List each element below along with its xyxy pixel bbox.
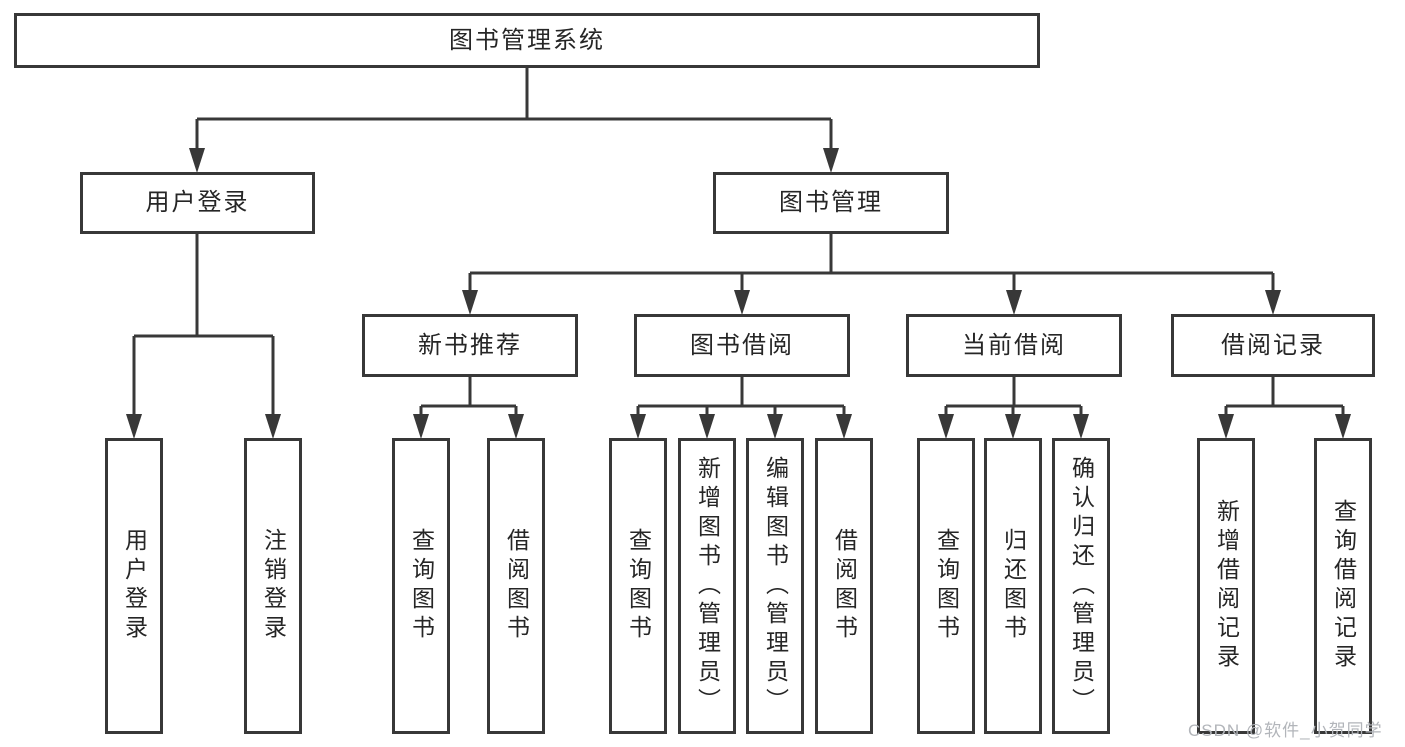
- leaf-return-books-label: 归还图书: [1000, 528, 1027, 644]
- node-book-management: 图书管理: [713, 172, 949, 234]
- leaf-confirm-return-admin-label: 确认归还（管理员）: [1068, 455, 1095, 717]
- leaf-query-books-recommend: 查询图书: [392, 438, 450, 734]
- leaf-query-borrow-record: 查询借阅记录: [1314, 438, 1372, 734]
- node-user-login: 用户登录: [80, 172, 315, 234]
- leaf-edit-books-admin: 编辑图书（管理员）: [746, 438, 804, 734]
- node-book-management-label: 图书管理: [779, 189, 883, 216]
- connector-userlogin-to-leaves: [126, 234, 281, 439]
- csdn-watermark: CSDN @软件_小贺同学: [1188, 721, 1383, 740]
- leaf-query-books-borrow: 查询图书: [609, 438, 667, 734]
- leaf-logout-label: 注销登录: [260, 528, 287, 644]
- connector-bookmgmt-to-level3: [462, 234, 1281, 315]
- leaf-borrow-books-recommend: 借阅图书: [487, 438, 545, 734]
- leaf-query-books-current: 查询图书: [917, 438, 975, 734]
- leaf-user-login-label: 用户登录: [121, 528, 148, 644]
- node-root: 图书管理系统: [14, 13, 1040, 68]
- connector-borrowrecords-to-leaves: [1218, 377, 1351, 439]
- node-user-login-label: 用户登录: [145, 189, 250, 216]
- node-root-label: 图书管理系统: [449, 26, 605, 54]
- connector-bookborrow-to-leaves: [630, 377, 852, 439]
- leaf-borrow-books: 借阅图书: [815, 438, 873, 734]
- node-borrow-records-label: 借阅记录: [1221, 331, 1325, 359]
- leaf-confirm-return-admin: 确认归还（管理员）: [1052, 438, 1110, 734]
- node-borrow-records: 借阅记录: [1171, 314, 1375, 377]
- leaf-user-login: 用户登录: [105, 438, 163, 734]
- leaf-query-books-current-label: 查询图书: [933, 528, 960, 644]
- leaf-return-books: 归还图书: [984, 438, 1042, 734]
- leaf-query-borrow-record-label: 查询借阅记录: [1330, 499, 1357, 673]
- node-current-borrow: 当前借阅: [906, 314, 1122, 377]
- leaf-edit-books-admin-label: 编辑图书（管理员）: [762, 455, 789, 717]
- node-new-book-recommend: 新书推荐: [362, 314, 578, 377]
- leaf-add-books-admin-label: 新增图书（管理员）: [694, 455, 721, 717]
- node-new-book-recommend-label: 新书推荐: [418, 331, 522, 359]
- node-book-borrow-label: 图书借阅: [690, 331, 794, 359]
- leaf-query-books-recommend-label: 查询图书: [408, 528, 435, 644]
- node-current-borrow-label: 当前借阅: [962, 331, 1066, 359]
- node-book-borrow: 图书借阅: [634, 314, 850, 377]
- leaf-add-books-admin: 新增图书（管理员）: [678, 438, 736, 734]
- connector-root-to-level2: [189, 68, 839, 173]
- leaf-logout: 注销登录: [244, 438, 302, 734]
- leaf-borrow-books-recommend-label: 借阅图书: [503, 528, 530, 644]
- leaf-add-borrow-record: 新增借阅记录: [1197, 438, 1255, 734]
- leaf-add-borrow-record-label: 新增借阅记录: [1213, 499, 1240, 673]
- connector-newbook-to-leaves: [413, 377, 524, 439]
- leaf-borrow-books-label: 借阅图书: [831, 528, 858, 644]
- connector-currentborrow-to-leaves: [938, 377, 1089, 439]
- leaf-query-books-borrow-label: 查询图书: [625, 528, 652, 644]
